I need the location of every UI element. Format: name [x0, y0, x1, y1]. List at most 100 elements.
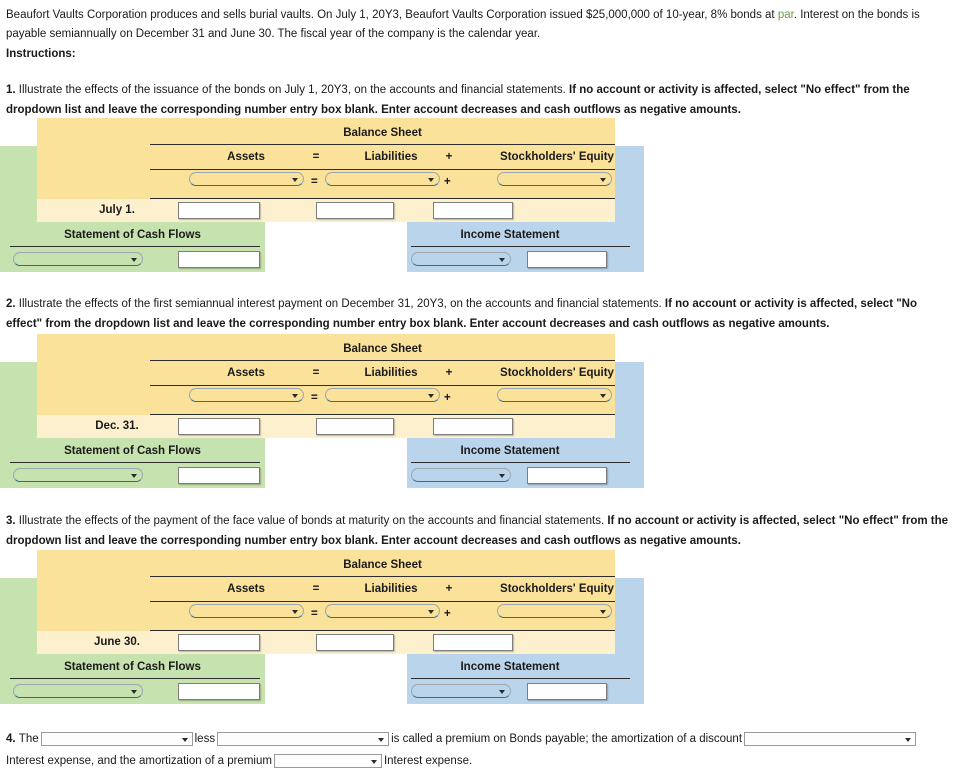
question-4: 4. The less is called a premium on Bonds p… — [6, 728, 956, 772]
question-3-bold: If no account or activity is affected, s… — [6, 515, 949, 547]
operator-equals-header: = — [312, 367, 320, 379]
divider — [411, 678, 630, 679]
question-1-text: 1. Illustrate the effects of the issuanc… — [6, 80, 951, 120]
question-4-text-3: is called a premium on Bonds payable; th… — [391, 733, 743, 745]
divider — [150, 169, 615, 170]
problem-text-part2: . Interest on the bonds is payable semia… — [6, 9, 920, 40]
operator-equals-header: = — [312, 151, 320, 163]
question-4-text-6: Interest expense. — [383, 755, 473, 768]
question-4-dropdown-4[interactable] — [273, 754, 382, 769]
operator-equals-header: = — [312, 583, 320, 595]
column-header-assets: Assets — [227, 367, 265, 379]
question-4-number: 4. — [6, 733, 16, 745]
cash-flows-amount-input[interactable] — [178, 251, 260, 268]
assets-account-dropdown[interactable] — [189, 388, 304, 402]
divider — [150, 601, 615, 602]
stockholders-equity-amount-input[interactable] — [433, 418, 513, 435]
operator-plus-header: + — [445, 367, 453, 379]
balance-sheet-title: Balance Sheet — [343, 127, 422, 139]
liabilities-account-dropdown[interactable] — [325, 172, 440, 186]
divider — [150, 630, 615, 631]
divider — [150, 144, 615, 145]
liabilities-account-dropdown[interactable] — [325, 604, 440, 618]
date-label: July 1. — [99, 204, 135, 216]
question-3-light: Illustrate the effects of the payment of… — [18, 515, 605, 527]
divider — [411, 462, 630, 463]
liabilities-amount-input[interactable] — [316, 418, 394, 435]
instructions-heading: Instructions: — [6, 48, 76, 60]
operator-plus-header: + — [445, 583, 453, 595]
divider — [10, 462, 260, 463]
problem-statement: Beaufort Vaults Corporation produces and… — [6, 6, 946, 44]
question-4-text-1: The — [18, 733, 39, 745]
income-statement-amount-input[interactable] — [527, 683, 607, 700]
question-2-number: 2. — [6, 298, 16, 310]
column-header-stockholders-equity: Stockholders' Equity — [500, 583, 614, 595]
column-header-assets: Assets — [227, 151, 265, 163]
operator-equals: = — [311, 392, 318, 404]
liabilities-amount-input[interactable] — [316, 202, 394, 219]
question-4-text-2: less — [194, 733, 216, 745]
question-4-text-5: premium — [227, 755, 272, 768]
statement-of-cash-flows-title: Statement of Cash Flows — [64, 445, 201, 457]
question-3-text: 3. Illustrate the effects of the payment… — [6, 511, 951, 551]
entry-row: June 30. — [37, 631, 615, 654]
cash-flows-amount-input[interactable] — [178, 467, 260, 484]
divider — [150, 385, 615, 386]
balance-sheet-title: Balance Sheet — [343, 343, 422, 355]
column-header-assets: Assets — [227, 583, 265, 595]
effects-table-2: Balance Sheet Assets = Liabilities + Sto… — [0, 334, 961, 488]
income-statement-title: Income Statement — [460, 445, 560, 457]
income-statement-account-dropdown[interactable] — [411, 252, 511, 266]
effects-table-3: Balance Sheet Assets = Liabilities + Sto… — [0, 550, 961, 704]
entry-row: Dec. 31. — [37, 415, 615, 438]
balance-sheet-title: Balance Sheet — [343, 559, 422, 571]
column-header-stockholders-equity: Stockholders' Equity — [500, 151, 614, 163]
question-4-dropdown-1[interactable] — [40, 732, 193, 746]
date-label: June 30. — [93, 636, 141, 648]
question-1-light: Illustrate the effects of the issuance o… — [18, 84, 566, 96]
assets-account-dropdown[interactable] — [189, 172, 304, 186]
income-statement-account-dropdown[interactable] — [411, 684, 511, 698]
column-header-stockholders-equity: Stockholders' Equity — [500, 367, 614, 379]
assets-amount-input[interactable] — [178, 202, 260, 219]
cash-flows-activity-dropdown[interactable] — [13, 684, 143, 698]
income-statement-amount-input[interactable] — [527, 251, 607, 268]
statement-of-cash-flows-title: Statement of Cash Flows — [64, 661, 201, 673]
income-statement-account-dropdown[interactable] — [411, 468, 511, 482]
cash-flows-activity-dropdown[interactable] — [13, 252, 143, 266]
question-1-number: 1. — [6, 84, 16, 96]
statement-of-cash-flows-title: Statement of Cash Flows — [64, 229, 201, 241]
stockholders-equity-account-dropdown[interactable] — [497, 172, 612, 186]
column-header-liabilities: Liabilities — [364, 367, 418, 379]
stockholders-equity-account-dropdown[interactable] — [497, 604, 612, 618]
question-4-dropdown-2[interactable] — [217, 732, 390, 746]
column-header-liabilities: Liabilities — [364, 583, 418, 595]
cash-flows-amount-input[interactable] — [178, 683, 260, 700]
divider — [411, 246, 630, 247]
divider — [150, 414, 615, 415]
operator-equals: = — [311, 176, 318, 188]
divider — [150, 360, 615, 361]
operator-plus-header: + — [445, 151, 453, 163]
question-3-number: 3. — [6, 515, 16, 527]
income-statement-title: Income Statement — [460, 229, 560, 241]
assets-amount-input[interactable] — [178, 418, 260, 435]
question-1-bold: If no account or activity is affected, s… — [6, 84, 910, 116]
question-4-dropdown-3[interactable] — [744, 732, 917, 746]
question-2-text: 2. Illustrate the effects of the first s… — [6, 294, 951, 334]
stockholders-equity-account-dropdown[interactable] — [497, 388, 612, 402]
operator-plus: + — [444, 176, 451, 188]
cash-flows-activity-dropdown[interactable] — [13, 468, 143, 482]
stockholders-equity-amount-input[interactable] — [433, 202, 513, 219]
income-statement-amount-input[interactable] — [527, 467, 607, 484]
divider — [10, 678, 260, 679]
entry-row: July 1. — [37, 199, 615, 222]
stockholders-equity-amount-input[interactable] — [433, 634, 513, 651]
assets-amount-input[interactable] — [178, 634, 260, 651]
assets-account-dropdown[interactable] — [189, 604, 304, 618]
liabilities-account-dropdown[interactable] — [325, 388, 440, 402]
liabilities-amount-input[interactable] — [316, 634, 394, 651]
par-glossary-link[interactable]: par — [777, 9, 794, 21]
question-2-light: Illustrate the effects of the first semi… — [18, 298, 662, 310]
